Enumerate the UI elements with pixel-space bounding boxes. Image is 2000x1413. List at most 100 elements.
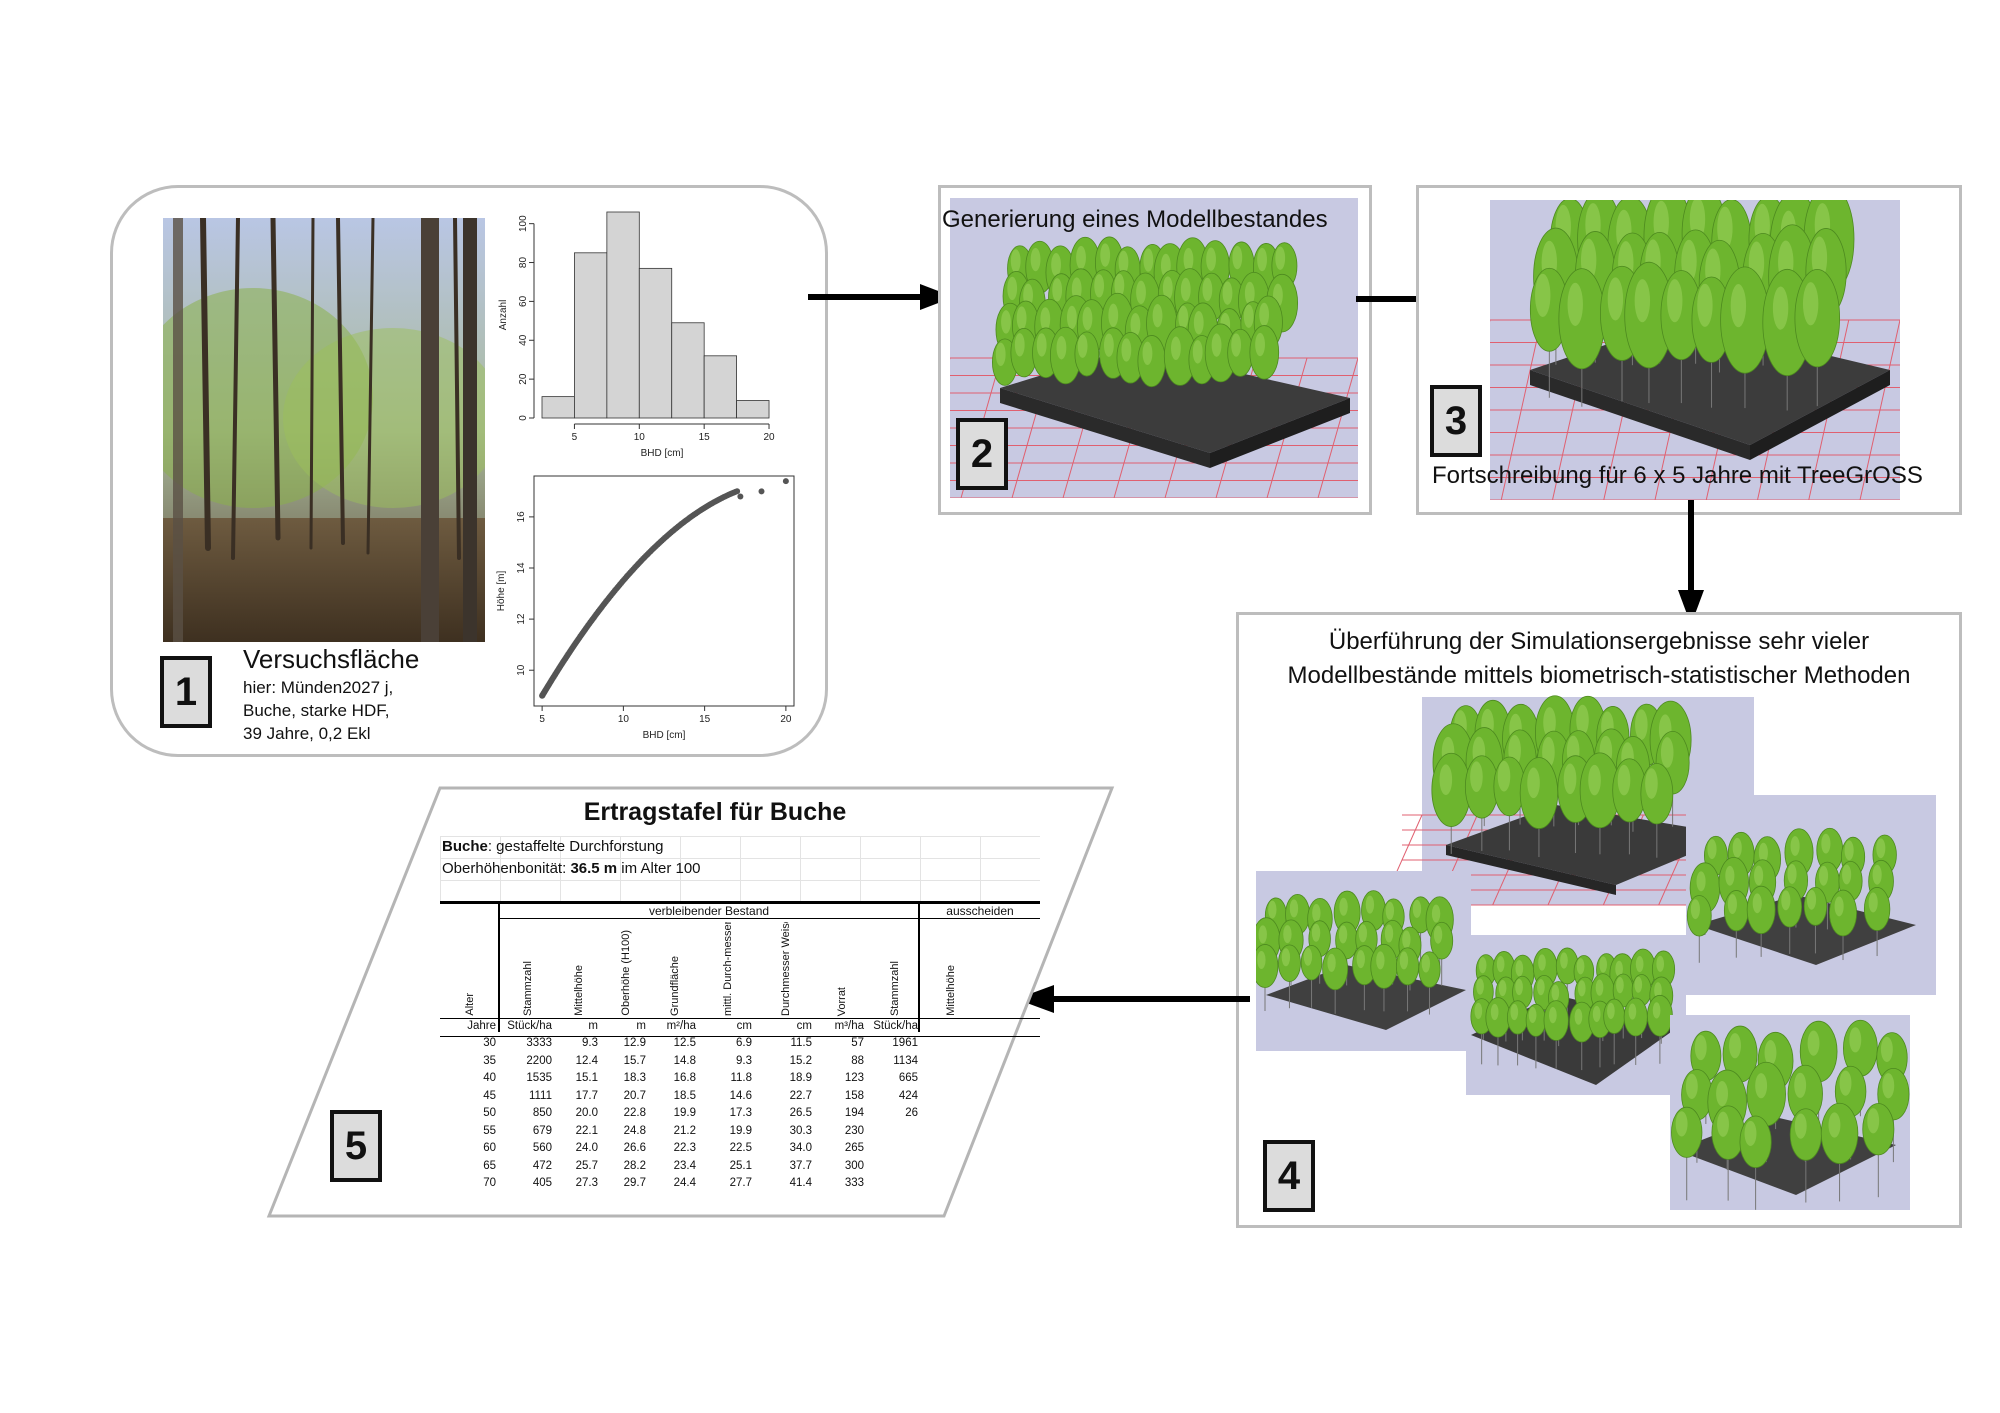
tree-crown [1322,947,1349,991]
x-tick-label: 5 [572,432,578,443]
y-tick-label: 40 [518,334,529,346]
column-header: Oberhöhe (H100) [620,930,632,1016]
panel-1-title: Versuchsfläche [243,644,420,674]
stand-render-3 [1490,200,1900,500]
table-cell: 15.1 [575,1072,598,1084]
tree-highlight [1030,247,1041,272]
tree-highlight [1268,900,1277,919]
tree-highlight [1790,836,1800,856]
table-cell: 27.7 [729,1177,752,1189]
tree-highlight [1183,247,1194,272]
tree-highlight [1696,871,1706,892]
tree-highlight [1244,281,1255,306]
tree-highlight [1402,930,1411,949]
table-cell: 15.2 [789,1054,812,1067]
tree-highlight [1283,925,1292,944]
tree-highlight [1232,245,1243,270]
data-point [758,488,765,495]
tree-highlight [1496,955,1505,973]
tree-highlight [1010,249,1021,273]
tree-highlight [1257,950,1266,969]
table-cell: 12.9 [623,1037,646,1049]
info-line-1: Buche: gestaffelte Durchforstung [442,838,664,855]
table-cell: 19.9 [673,1107,696,1119]
tree-crown [1803,886,1828,926]
table-cell: 2200 [526,1054,552,1067]
x-tick-label: 20 [763,432,775,443]
tree-highlight [1781,890,1791,911]
y-tick-label: 10 [516,664,527,676]
tree-highlight [1794,1113,1807,1139]
tree-highlight [1527,767,1540,799]
tree-highlight [1051,253,1061,277]
y-tick-label: 0 [518,415,529,421]
tree-highlight [1421,954,1431,973]
table-cell: 6.9 [736,1037,752,1049]
info-line-2: Oberhöhenbonität: 36.5 m im Alter 100 [442,860,701,877]
tree-highlight [1839,1070,1852,1096]
tree-crown [1862,1103,1895,1156]
tree-highlight [1752,893,1762,914]
table-cell: 472 [532,1159,552,1172]
tree-crown [1558,268,1606,370]
y-tick-label: 60 [518,295,529,307]
tree-highlight [1490,1003,1499,1021]
table-cell: 15.7 [623,1054,646,1067]
tree-highlight [1634,279,1651,323]
table-cell: 50 [483,1107,496,1119]
table-cell: 18.9 [789,1072,812,1084]
tree-highlight [1842,864,1852,885]
tree-highlight [1607,1002,1615,1020]
tree-highlight [1114,273,1125,297]
tree-highlight [1880,1036,1893,1062]
tree-highlight [1729,1033,1741,1059]
table-cell: 65 [483,1159,496,1172]
yield-table-title: Ertragstafel für Buche [583,798,847,826]
table-cell: 1134 [893,1054,918,1067]
tree-highlight [1811,236,1828,280]
y-tick-label: 80 [518,257,529,269]
tree-highlight [1882,1073,1895,1099]
tree-highlight [1685,1073,1698,1099]
y-axis-label: Anzahl [498,300,509,331]
tree-highlight [1567,282,1583,326]
tree-highlight [1433,925,1443,944]
tree-highlight [1303,947,1313,966]
tree-highlight [1599,956,1608,973]
table-cell: 3333 [526,1037,552,1049]
arrow-3-to-4 [1678,500,1704,625]
tree-highlight [1007,276,1018,301]
tree-highlight [1385,901,1395,920]
tree-highlight [1497,760,1511,792]
tree-highlight [1725,865,1735,886]
tree-highlight [1576,958,1585,975]
tree-highlight [1576,704,1589,736]
tree-highlight [1076,245,1086,270]
tree-highlight [1764,1040,1777,1066]
tree-highlight [1787,864,1797,884]
histogram-bar [736,400,770,419]
table-cell: 40 [483,1072,496,1084]
tree-crown [1746,885,1776,935]
tree-highlight [1211,333,1222,357]
tree-crown [1686,895,1712,937]
tree-crown [1820,1102,1859,1165]
tree-crown [1464,755,1499,819]
tree-crown [1829,889,1857,937]
histogram-bar [606,211,640,419]
tree-crown [1646,994,1673,1037]
tree-highlight [1470,761,1483,793]
table-cell: 34.0 [789,1142,812,1154]
table-cell: 21.2 [673,1124,696,1137]
tree-highlight [1339,897,1348,916]
unit-cell: Stück/ha [507,1020,552,1032]
table-cell: 41.4 [789,1177,812,1189]
tree-crown [1543,1000,1569,1041]
tree-crown [1519,757,1559,829]
tree-highlight [1082,306,1093,331]
table-cell: 11.5 [790,1037,812,1049]
step-number-1: 1 [160,656,212,728]
tree-crown [1370,943,1398,989]
tree-highlight [1259,302,1270,327]
